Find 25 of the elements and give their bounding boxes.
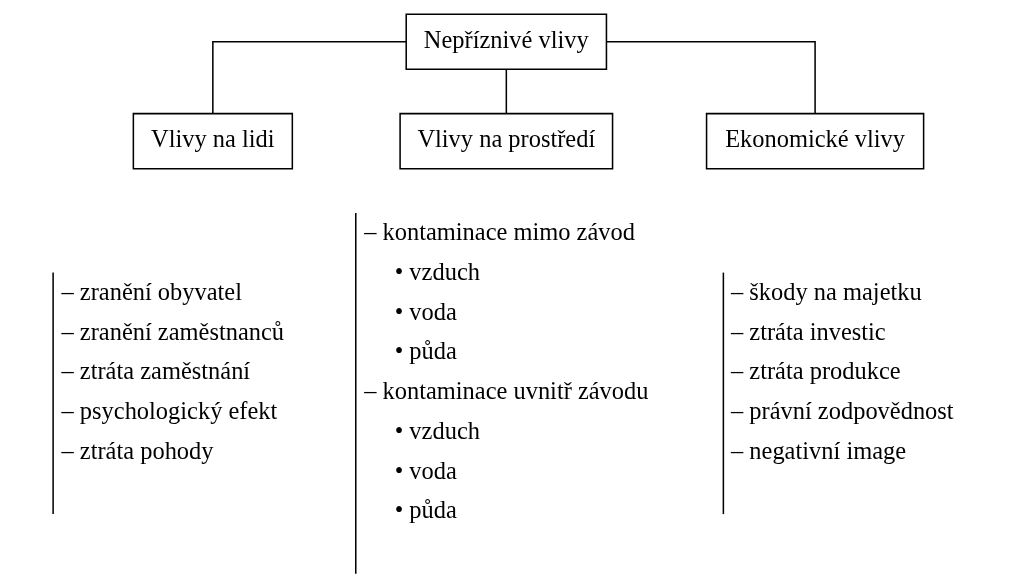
node-label: – ztráta produkce	[730, 357, 901, 385]
node-label: – psychologický efekt	[61, 397, 277, 425]
node-label: • vzduch	[394, 416, 480, 444]
node-label: – kontaminace uvnitř závodu	[363, 377, 649, 405]
node-box: Vlivy na prostředí	[398, 112, 613, 170]
node-box: Nepříznivé vlivy	[404, 13, 607, 71]
node-label: – ztráta pohody	[61, 436, 214, 464]
node-label: – škody na majetku	[730, 277, 922, 305]
node-label: – zranění zaměstnanců	[61, 317, 284, 345]
node-label: • půda	[394, 496, 457, 524]
node-box: Vlivy na lidi	[132, 112, 293, 170]
node-label: • půda	[394, 337, 457, 365]
node-label: – ztráta investic	[730, 317, 886, 345]
node-label: – právní zodpovědnost	[730, 397, 954, 425]
node-label: – ztráta zaměstnání	[61, 357, 250, 385]
node-label: – zranění obyvatel	[61, 277, 242, 305]
node-box: Ekonomické vlivy	[705, 112, 924, 170]
node-label: • vzduch	[394, 257, 480, 285]
node-label: • voda	[394, 297, 457, 325]
node-label: – kontaminace mimo závod	[363, 218, 635, 246]
node-label: • voda	[394, 456, 457, 484]
connector	[505, 68, 507, 115]
connector	[605, 41, 816, 115]
node-label: – negativní image	[730, 436, 906, 464]
connector	[211, 41, 407, 115]
